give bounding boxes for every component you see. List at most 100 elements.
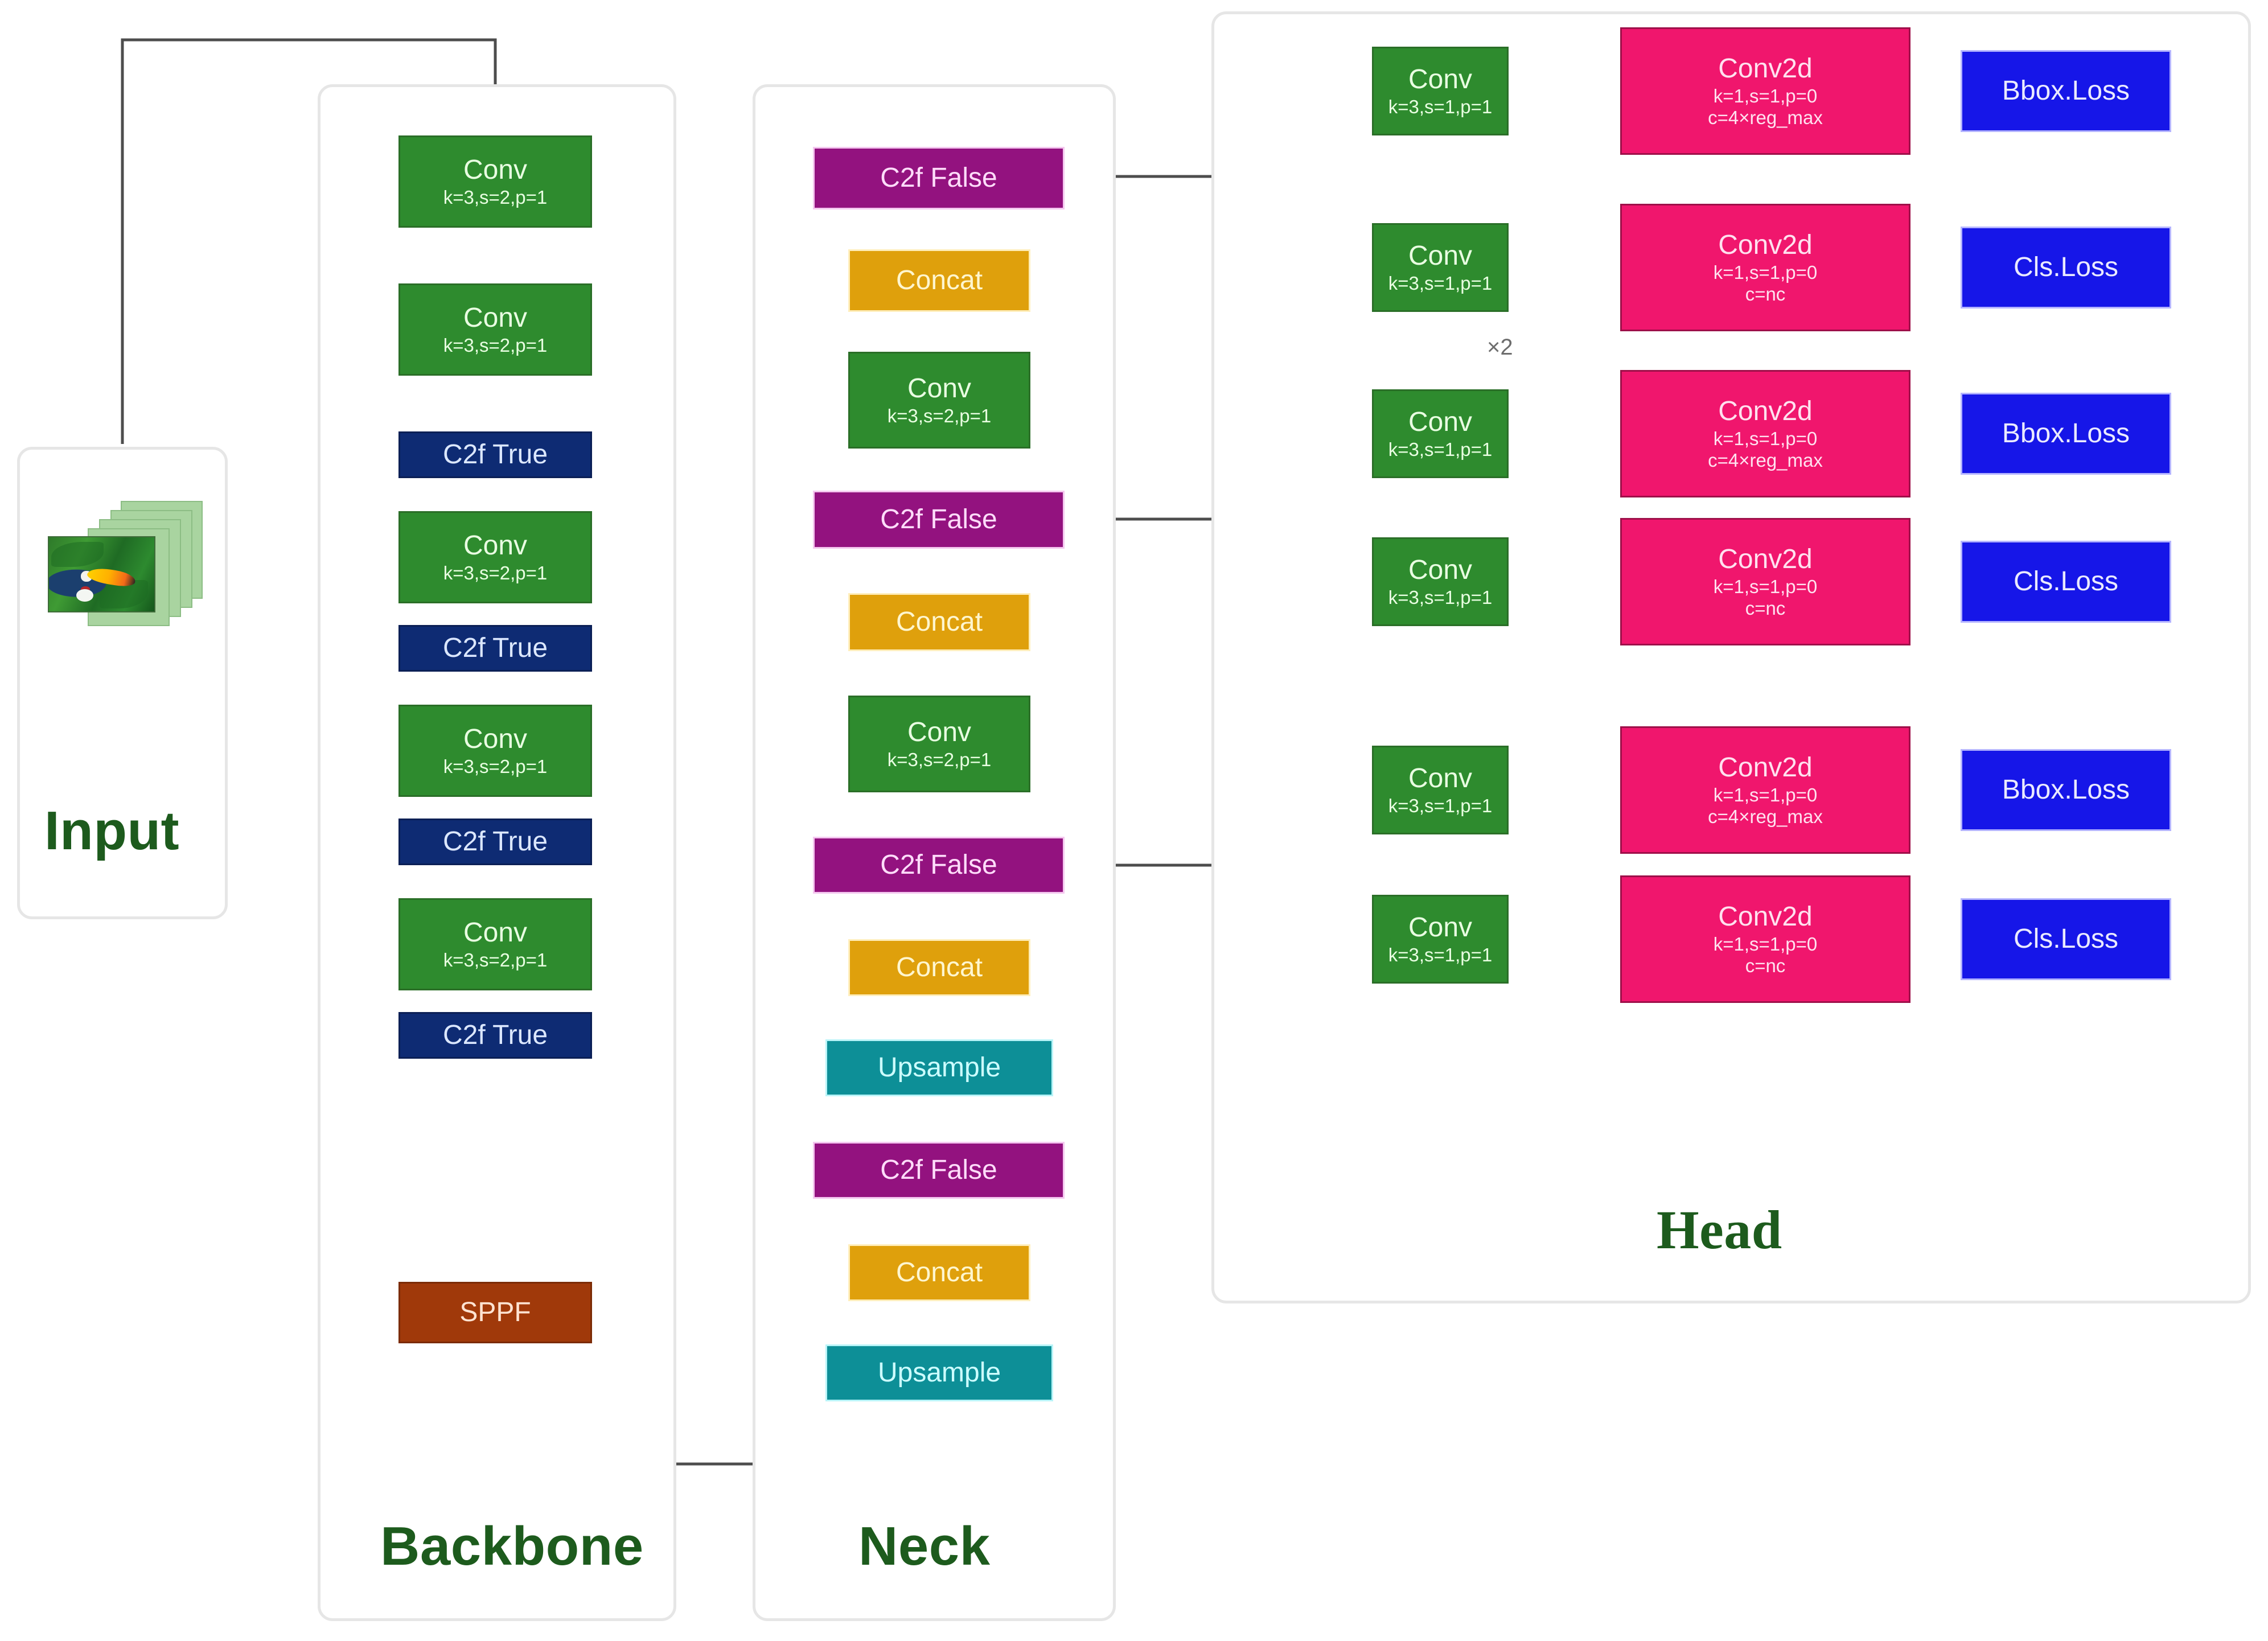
node-subtitle: k=1,s=1,p=0 xyxy=(1713,933,1818,955)
node-title: Cls.Loss xyxy=(2013,566,2119,597)
node-subtitle-2: c=4×reg_max xyxy=(1708,450,1823,471)
node-title: Conv2d xyxy=(1718,396,1813,426)
node-title: Upsample xyxy=(877,1052,1001,1083)
node-subtitle: k=3,s=2,p=1 xyxy=(443,335,548,356)
node-subtitle: k=3,s=1,p=1 xyxy=(1388,587,1493,608)
head-b1-bbox-loss[interactable]: Bbox.Loss xyxy=(1961,50,2171,132)
node-title: C2f True xyxy=(442,826,548,857)
toucan-photo xyxy=(48,536,155,612)
neck-conv-1[interactable]: Conv k=3,s=2,p=1 xyxy=(848,696,1030,792)
node-subtitle: k=1,s=1,p=0 xyxy=(1713,576,1818,598)
neck-concat-1[interactable]: Concat xyxy=(848,1244,1030,1301)
node-title: Conv xyxy=(1408,554,1473,585)
node-title: Conv xyxy=(907,717,972,747)
node-title: Concat xyxy=(895,607,983,638)
node-title: C2f True xyxy=(442,633,548,664)
head-b3-bbox-conv2d[interactable]: Conv2d k=1,s=1,p=0 c=4×reg_max xyxy=(1620,726,1910,854)
backbone-c2f-true-1[interactable]: C2f True xyxy=(398,431,592,478)
node-title: Upsample xyxy=(877,1358,1001,1388)
head-b3-cls-conv2d[interactable]: Conv2d k=1,s=1,p=0 c=nc xyxy=(1620,875,1910,1003)
head-b3-bbox-loss[interactable]: Bbox.Loss xyxy=(1961,749,2171,831)
backbone-conv-4[interactable]: Conv k=3,s=2,p=1 xyxy=(398,705,592,797)
node-subtitle: k=3,s=2,p=1 xyxy=(443,949,548,971)
neck-c2f-false-mid[interactable]: C2f False xyxy=(813,1142,1065,1199)
node-title: Conv xyxy=(1408,763,1473,793)
backbone-conv-1[interactable]: Conv k=3,s=2,p=1 xyxy=(398,135,592,228)
node-subtitle-2: c=nc xyxy=(1745,598,1786,619)
node-subtitle: k=1,s=1,p=0 xyxy=(1713,428,1818,450)
neck-group-label: Neck xyxy=(858,1516,991,1577)
node-subtitle: k=3,s=2,p=1 xyxy=(443,756,548,778)
neck-upsample-2[interactable]: Upsample xyxy=(825,1039,1053,1096)
node-title: C2f False xyxy=(880,504,997,535)
node-title: Conv xyxy=(463,917,528,948)
head-b1-cls-conv2d[interactable]: Conv2d k=1,s=1,p=0 c=nc xyxy=(1620,204,1910,331)
backbone-conv-3[interactable]: Conv k=3,s=2,p=1 xyxy=(398,511,592,603)
backbone-conv-2[interactable]: Conv k=3,s=2,p=1 xyxy=(398,283,592,376)
neck-upsample-1[interactable]: Upsample xyxy=(825,1344,1053,1401)
node-subtitle: k=1,s=1,p=0 xyxy=(1713,262,1818,283)
node-title: Conv xyxy=(907,373,972,404)
head-b1-cls-loss[interactable]: Cls.Loss xyxy=(1961,227,2171,309)
node-title: C2f False xyxy=(880,1155,997,1186)
neck-concat-2[interactable]: Concat xyxy=(848,939,1030,996)
backbone-conv-5[interactable]: Conv k=3,s=2,p=1 xyxy=(398,898,592,990)
node-title: Concat xyxy=(895,265,983,296)
head-b2-cls-conv[interactable]: Conv k=3,s=1,p=1 xyxy=(1372,537,1509,626)
node-title: Conv2d xyxy=(1718,53,1813,84)
neck-c2f-false-p4[interactable]: C2f False xyxy=(813,491,1065,549)
toucan-throat xyxy=(80,586,91,593)
node-subtitle: k=3,s=1,p=1 xyxy=(1388,439,1493,460)
node-title: Concat xyxy=(895,952,983,983)
neck-concat-4[interactable]: Concat xyxy=(848,249,1030,312)
head-b1-bbox-conv2d[interactable]: Conv2d k=1,s=1,p=0 c=4×reg_max xyxy=(1620,27,1910,155)
backbone-c2f-true-2[interactable]: C2f True xyxy=(398,625,592,672)
neck-c2f-false-p5[interactable]: C2f False xyxy=(813,837,1065,894)
head-b3-bbox-conv[interactable]: Conv k=3,s=1,p=1 xyxy=(1372,746,1509,834)
head-b2-bbox-conv2d[interactable]: Conv2d k=1,s=1,p=0 c=4×reg_max xyxy=(1620,370,1910,497)
head-b2-bbox-loss[interactable]: Bbox.Loss xyxy=(1961,393,2171,475)
node-title: Conv xyxy=(463,530,528,561)
node-title: C2f True xyxy=(442,439,548,470)
node-title: C2f False xyxy=(880,850,997,881)
head-b2-bbox-conv[interactable]: Conv k=3,s=1,p=1 xyxy=(1372,389,1509,478)
head-b3-cls-loss[interactable]: Cls.Loss xyxy=(1961,898,2171,980)
neck-conv-2[interactable]: Conv k=3,s=2,p=1 xyxy=(848,352,1030,449)
node-subtitle: k=3,s=2,p=1 xyxy=(443,187,548,208)
node-subtitle: k=1,s=1,p=0 xyxy=(1713,784,1818,806)
node-subtitle-2: c=4×reg_max xyxy=(1708,806,1823,828)
node-title: Concat xyxy=(895,1257,983,1288)
neck-c2f-false-p3[interactable]: C2f False xyxy=(813,147,1065,209)
head-b3-cls-conv[interactable]: Conv k=3,s=1,p=1 xyxy=(1372,895,1509,984)
node-title: Conv2d xyxy=(1718,229,1813,260)
neck-concat-3[interactable]: Concat xyxy=(848,593,1030,651)
node-title: Conv xyxy=(463,723,528,754)
head-b2-cls-loss[interactable]: Cls.Loss xyxy=(1961,541,2171,623)
repeat-x2-note: ×2 xyxy=(1487,335,1513,360)
backbone-c2f-true-3[interactable]: C2f True xyxy=(398,819,592,865)
node-title: Conv2d xyxy=(1718,752,1813,783)
node-subtitle: k=3,s=2,p=1 xyxy=(887,405,992,427)
node-subtitle-2: c=4×reg_max xyxy=(1708,107,1823,129)
head-b1-cls-conv[interactable]: Conv k=3,s=1,p=1 xyxy=(1372,223,1509,312)
leaf-shape-1 xyxy=(51,541,104,567)
node-subtitle-2: c=nc xyxy=(1745,283,1786,305)
head-b1-bbox-conv[interactable]: Conv k=3,s=1,p=1 xyxy=(1372,47,1509,135)
node-title: Conv xyxy=(1408,64,1473,94)
node-title: C2f False xyxy=(880,163,997,194)
node-title: Cls.Loss xyxy=(2013,252,2119,283)
node-title: Conv xyxy=(1408,240,1473,271)
backbone-sppf[interactable]: SPPF xyxy=(398,1282,592,1343)
input-group-label: Input xyxy=(44,800,180,861)
input-image-stack xyxy=(48,501,203,649)
node-title: SPPF xyxy=(459,1297,531,1328)
node-title: Bbox.Loss xyxy=(2002,418,2130,449)
node-subtitle: k=3,s=1,p=1 xyxy=(1388,795,1493,817)
head-b2-cls-conv2d[interactable]: Conv2d k=1,s=1,p=0 c=nc xyxy=(1620,518,1910,645)
node-title: Conv xyxy=(1408,406,1473,437)
node-title: Cls.Loss xyxy=(2013,924,2119,955)
node-subtitle: k=3,s=1,p=1 xyxy=(1388,944,1493,966)
backbone-c2f-true-4[interactable]: C2f True xyxy=(398,1012,592,1059)
node-subtitle-2: c=nc xyxy=(1745,955,1786,977)
